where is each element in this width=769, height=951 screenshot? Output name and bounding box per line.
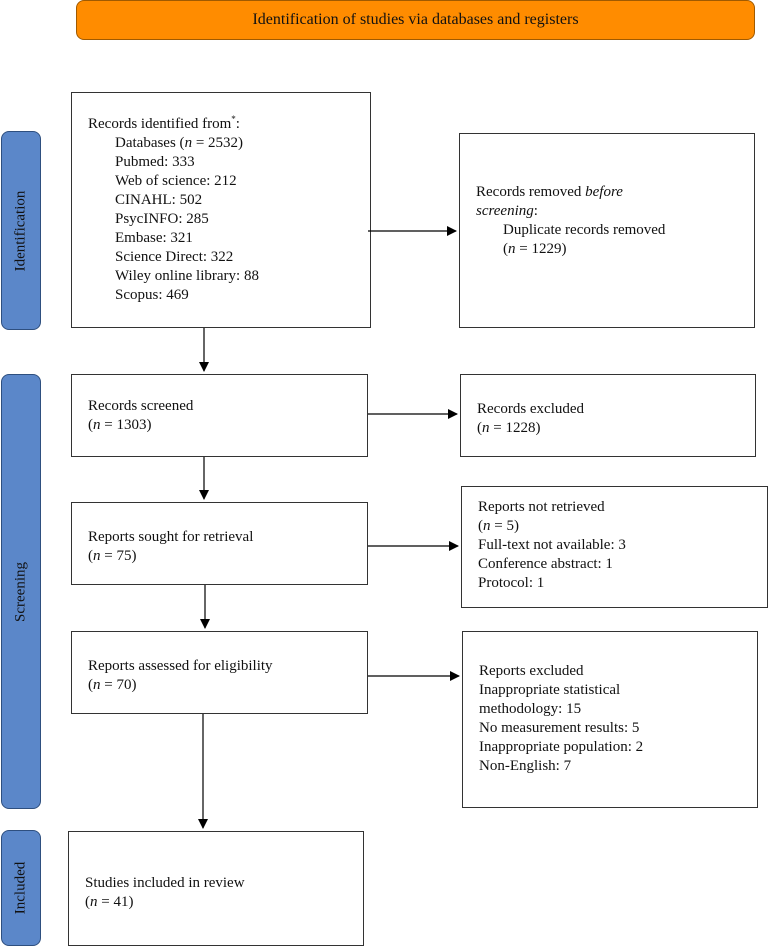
source-cinahl: CINAHL: 502: [115, 192, 203, 208]
studies-included-count: (n = 41): [85, 894, 134, 910]
reports-sought-count: (n = 75): [88, 548, 137, 564]
reports-assessed-box: Reports assessed for eligibility (n = 70…: [71, 631, 368, 714]
reports-not-retrieved-label: Reports not retrieved: [478, 499, 605, 515]
duplicate-records-count: (n = 1229): [503, 241, 567, 257]
source-wiley: Wiley online library: 88: [115, 268, 259, 284]
reason-statistical-2: methodology: 15: [479, 701, 582, 717]
records-screened-box: Records screened (n = 1303): [71, 374, 368, 457]
reports-sought-label: Reports sought for retrieval: [88, 529, 254, 545]
reports-assessed-label: Reports assessed for eligibility: [88, 658, 273, 674]
records-screened-count: (n = 1303): [88, 417, 152, 433]
records-removed-line2: screening:: [476, 203, 538, 219]
reports-not-retrieved-box: Reports not retrieved (n = 5) Full-text …: [461, 486, 768, 608]
records-excluded-count: (n = 1228): [477, 420, 541, 436]
reports-sought-box: Reports sought for retrieval (n = 75): [71, 502, 368, 585]
source-web-of-science: Web of science: 212: [115, 173, 237, 189]
records-screened-label: Records screened: [88, 398, 194, 414]
stage-identification: Identification: [1, 131, 41, 330]
records-identified-title: Records identified from*:: [88, 114, 240, 132]
studies-included-box: Studies included in review (n = 41): [68, 831, 364, 946]
reason-no-measurement: No measurement results: 5: [479, 720, 640, 736]
reason-full-text: Full-text not available: 3: [478, 537, 626, 553]
studies-included-label: Studies included in review: [85, 875, 245, 891]
stage-screening: Screening: [1, 374, 41, 809]
reports-excluded-box: Reports excluded Inappropriate statistic…: [462, 631, 758, 808]
records-removed-line1: Records removed before: [476, 184, 623, 200]
reason-conference-abstract: Conference abstract: 1: [478, 556, 613, 572]
reason-non-english: Non-English: 7: [479, 758, 572, 774]
source-science-direct: Science Direct: 322: [115, 249, 234, 265]
header-banner: Identification of studies via databases …: [76, 0, 755, 40]
reports-assessed-count: (n = 70): [88, 677, 137, 693]
reports-not-retrieved-count: (n = 5): [478, 518, 519, 534]
source-scopus: Scopus: 469: [115, 287, 189, 303]
source-pubmed: Pubmed: 333: [115, 154, 195, 170]
source-embase: Embase: 321: [115, 230, 193, 246]
records-excluded-box: Records excluded (n = 1228): [460, 374, 756, 457]
reason-statistical-1: Inappropriate statistical: [479, 682, 621, 698]
reports-excluded-label: Reports excluded: [479, 663, 584, 679]
header-title: Identification of studies via databases …: [252, 11, 579, 28]
databases-line: Databases (n = 2532): [115, 135, 244, 151]
stage-included: Included: [1, 830, 41, 946]
records-removed-box: Records removed before screening: Duplic…: [459, 133, 755, 328]
records-excluded-label: Records excluded: [477, 401, 585, 417]
reason-population: Inappropriate population: 2: [479, 739, 644, 755]
records-identified-box: Records identified from*: Databases (n =…: [71, 92, 371, 328]
duplicate-records-label: Duplicate records removed: [503, 222, 666, 238]
source-psycinfo: PsycINFO: 285: [115, 211, 209, 227]
reason-protocol: Protocol: 1: [478, 575, 545, 591]
